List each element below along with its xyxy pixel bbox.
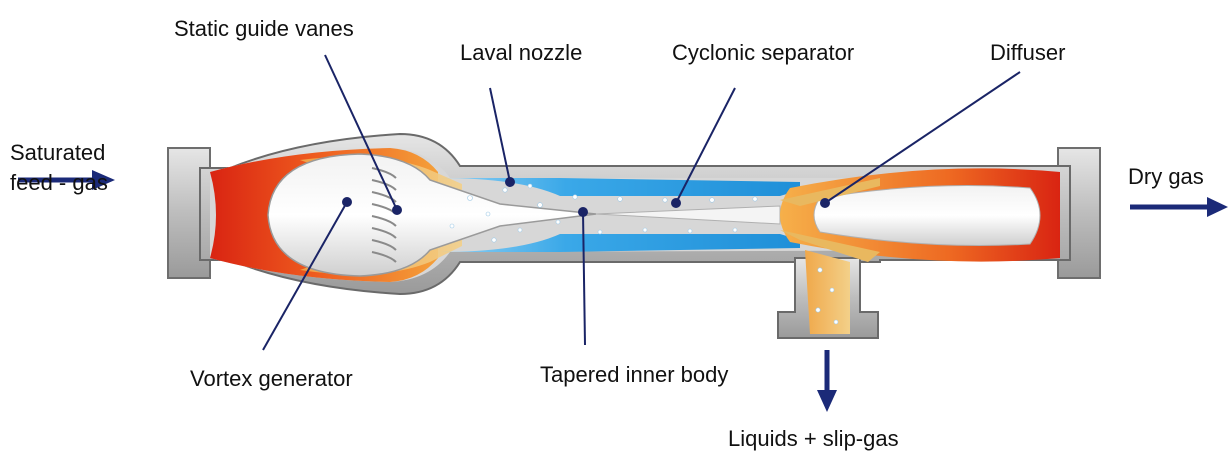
label-dry-gas: Dry gas [1128,164,1204,189]
dry-gas-arrow [1130,197,1228,217]
diffuser-body [814,186,1040,246]
dot-laval-nozzle [505,177,515,187]
label-liquids-slip-gas: Liquids + slip-gas [728,426,899,451]
liquid-drain [805,250,850,334]
dot-cyclonic-separator [671,198,681,208]
dot-tapered-inner-body [578,207,588,217]
label-tapered-inner-body: Tapered inner body [540,362,728,387]
liquids-arrow [817,350,837,412]
label-diffuser: Diffuser [990,40,1065,65]
label-saturated-feed-line1: Saturated [10,140,105,165]
dot-static-guide-vanes [392,205,402,215]
label-saturated-feed-line2: feed - gas [10,170,108,195]
dot-diffuser [820,198,830,208]
label-cyclonic-separator: Cyclonic separator [672,40,854,65]
separator-device [168,134,1100,338]
label-static-guide-vanes: Static guide vanes [174,16,354,41]
label-vortex-generator: Vortex generator [190,366,353,391]
label-laval-nozzle: Laval nozzle [460,40,582,65]
dot-vortex-generator [342,197,352,207]
